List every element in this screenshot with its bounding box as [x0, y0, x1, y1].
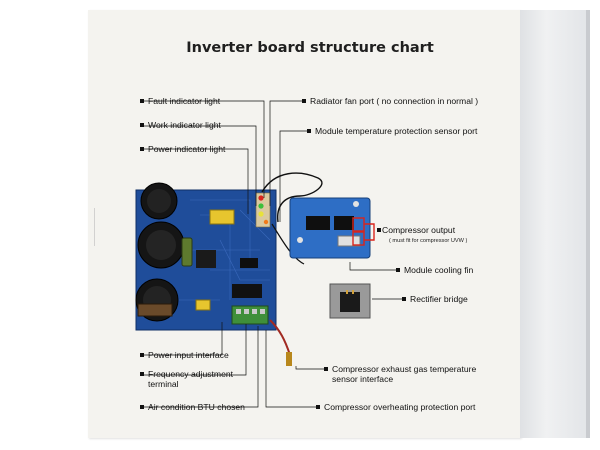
label-text: Module temperature protection sensor por…	[315, 126, 478, 136]
bullet-icon	[140, 99, 144, 103]
card-fold-shadow	[586, 10, 590, 438]
bullet-icon	[402, 297, 406, 301]
label-compressor-overheating-port: Compressor overheating protection port	[316, 402, 475, 413]
label-module-cooling-fin: Module cooling fin	[396, 265, 473, 276]
card-fold	[520, 10, 586, 438]
label-text: Module cooling fin	[404, 265, 474, 275]
label-rectifier-bridge: Rectifier bridge	[402, 294, 468, 305]
rectifier-bridge	[329, 283, 371, 319]
label-text: sensor interface	[332, 374, 394, 384]
label-text: Power input interface	[148, 350, 229, 360]
label-text: Rectifier bridge	[410, 294, 468, 304]
label-text: Compressor output	[382, 225, 456, 235]
chart-title: Inverter board structure chart	[186, 40, 434, 56]
label-exhaust-gas-sensor-line2: sensor interface	[332, 374, 393, 385]
label-module-temp-sensor-port: Module temperature protection sensor por…	[307, 126, 477, 137]
capacitor-group	[135, 182, 185, 322]
label-air-condition-btu: Air condition BTU chosen	[140, 402, 245, 413]
bullet-icon	[302, 99, 306, 103]
label-text: terminal	[148, 379, 179, 389]
label-frequency-adjustment: Frequency adjustment	[140, 369, 233, 380]
label-radiator-fan-port: Radiator fan port ( no connection in nor…	[302, 96, 478, 107]
label-text: Compressor exhaust gas temperature	[332, 364, 477, 374]
label-fault-indicator-light: Fault indicator light	[140, 96, 220, 107]
label-compressor-output: Compressor output	[382, 225, 455, 236]
card-edge-mark	[94, 208, 101, 246]
bullet-icon	[140, 353, 144, 357]
label-power-input-interface: Power input interface	[140, 350, 229, 361]
label-text: Radiator fan port ( no connection in nor…	[310, 96, 479, 106]
label-power-indicator-light: Power indicator light	[140, 144, 225, 155]
compressor-module	[289, 197, 371, 259]
label-text: Frequency adjustment	[148, 369, 234, 379]
label-compressor-output-note: ( must fit for compressor UVW )	[389, 236, 467, 247]
label-work-indicator-light: Work indicator light	[140, 120, 221, 131]
label-text: Work indicator light	[148, 120, 221, 130]
bullet-icon	[140, 372, 144, 376]
indicator-leds	[255, 192, 271, 228]
label-text: ( must fit for compressor UVW )	[389, 238, 468, 244]
label-text: Air condition BTU chosen	[148, 402, 245, 412]
bullet-icon	[307, 129, 311, 133]
main-board	[135, 182, 292, 366]
label-text: Power indicator light	[148, 144, 226, 154]
bullet-icon	[316, 405, 320, 409]
bullet-icon	[324, 367, 328, 371]
bullet-icon	[140, 147, 144, 151]
label-text: Compressor overheating protection port	[324, 402, 476, 412]
label-exhaust-gas-sensor: Compressor exhaust gas temperature	[324, 364, 476, 375]
label-frequency-adjustment-line2: terminal	[148, 379, 179, 390]
label-text: Fault indicator light	[148, 96, 221, 106]
bullet-icon	[396, 268, 400, 272]
bullet-icon	[140, 405, 144, 409]
bullet-icon	[140, 123, 144, 127]
